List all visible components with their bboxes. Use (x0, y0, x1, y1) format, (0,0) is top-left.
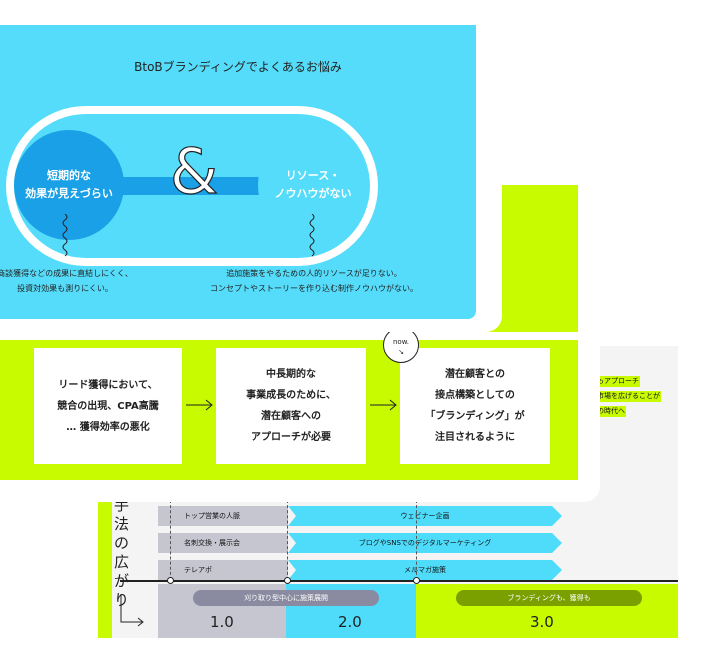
timeline-node (413, 577, 420, 584)
timeline-side-note: もアプローチ 市場を広げることが の時代へ (596, 372, 661, 417)
flow-step-2: 中長期的な 事業成長のために、 潜在顧客への アプローチが必要 (216, 348, 366, 464)
version-label: 3.0 (530, 613, 554, 631)
squiggle-connector (62, 214, 68, 257)
timeline-row-1-right: ウェビナー企画 (288, 506, 562, 526)
flow-step-3: 潜在顧客との 接点構築としての 「ブランディング」が 注目されるように (400, 348, 550, 464)
challenge-circle-left: 短期的な 効果が見えづらい (14, 130, 124, 240)
challenge-caption-left: 商談獲得などの成果に直結しにくく、 投資対効果も測りにくい。 (0, 269, 133, 293)
timeline-row-3-right: メルマガ施策 (288, 560, 562, 580)
timeline-divider (170, 500, 171, 580)
arrow-right-icon (370, 399, 397, 411)
now-badge: now. ↘ (383, 327, 419, 363)
timeline-row-2-right: ブログやSNSでのデジタルマーケティング (288, 533, 562, 553)
squiggle-connector (309, 214, 315, 257)
timeline-node (167, 577, 174, 584)
version-label: 1.0 (210, 613, 234, 631)
svg-text:&: & (170, 135, 218, 208)
timeline-row-1-left: トップ営業の人脈 (158, 506, 288, 526)
timeline-node (284, 577, 291, 584)
timeline-vertical-label: 手法の広がり (114, 496, 130, 609)
corner-arrow-icon (120, 594, 144, 627)
side-note-line: 市場を広げることが (596, 391, 661, 402)
side-note-line: もアプローチ (596, 376, 640, 387)
timeline-axis (120, 580, 678, 582)
challenge-caption-right: 追加施策をやるための人的リソースが足りない。 コンセプトやストーリーを作り込む制… (210, 269, 418, 293)
phase-label-3: ブランディングも、獲得も (456, 590, 642, 606)
version-label: 2.0 (338, 613, 362, 631)
timeline-divider (287, 500, 288, 580)
timeline-row-3-left: テレアポ (158, 560, 288, 580)
challenges-title: BtoBブランディングでよくあるお悩み (134, 60, 342, 74)
ampersand-icon: & (170, 134, 218, 208)
timeline-divider (416, 500, 417, 580)
challenge-circle-right: リソース・ ノウハウがない (258, 130, 368, 240)
timeline-row-2-left: 名刺交換・展示会 (158, 533, 288, 553)
phase-label-1-2: 刈り取り型中心に施策展開 (193, 590, 379, 606)
arrow-right-icon (186, 399, 213, 411)
flow-step-1: リード獲得において、 競合の出現、CPA高騰 … 獲得効率の悪化 (34, 348, 182, 464)
now-label: now. (392, 338, 410, 346)
circle-connector (100, 177, 280, 195)
timeline-accent-strip (98, 496, 112, 638)
side-note-line: の時代へ (596, 406, 626, 417)
arrow-down-right-icon: ↘ (398, 348, 404, 356)
